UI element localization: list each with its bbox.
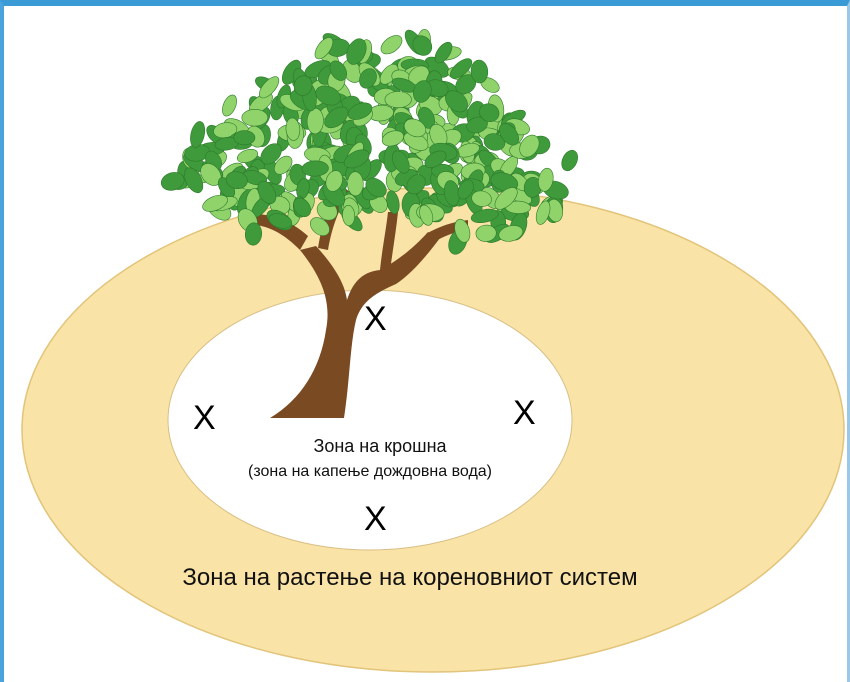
- leaf-shape: [479, 103, 500, 122]
- tree-canopy: [160, 29, 578, 255]
- leaf-shape: [475, 224, 497, 242]
- leaf-shape: [259, 76, 280, 99]
- leaf-shape: [347, 102, 373, 120]
- marker-left: X: [193, 399, 216, 437]
- leaf-shape: [466, 116, 488, 134]
- leaf-shape: [424, 150, 447, 168]
- leaf-shape: [412, 35, 433, 56]
- leaf-shape: [325, 170, 343, 192]
- leaf-shape: [244, 222, 263, 246]
- leaf-shape: [241, 108, 269, 127]
- leaf-shape: [314, 37, 334, 60]
- leaf-shape: [342, 205, 356, 226]
- leaf-shape: [483, 133, 506, 151]
- leaf-shape: [202, 194, 228, 212]
- leaf-shape: [359, 68, 377, 89]
- leaf-shape: [470, 208, 499, 223]
- leaf-shape: [225, 171, 248, 190]
- tree-branch: [380, 212, 398, 272]
- leaf-shape: [561, 149, 578, 172]
- crown-zone-subtitle: (зона на капење дождовна вода): [248, 463, 492, 480]
- marker-right: X: [513, 394, 536, 432]
- leaf-shape: [413, 80, 432, 103]
- leaf-shape: [274, 155, 293, 175]
- crown-zone-title: Зона на крошна: [313, 436, 447, 456]
- leaf-shape: [381, 130, 404, 147]
- leaf-shape: [315, 85, 341, 106]
- leaf-shape: [236, 148, 259, 164]
- marker-top: X: [364, 300, 387, 338]
- leaf-shape: [324, 106, 349, 129]
- leaf-shape: [490, 172, 519, 192]
- leaf-shape: [343, 149, 370, 169]
- leaf-shape: [190, 121, 206, 148]
- leaf-shape: [391, 150, 410, 174]
- leaf-shape: [498, 225, 524, 242]
- leaf-shape: [160, 172, 185, 191]
- leaf-shape: [268, 213, 293, 229]
- leaf-shape: [519, 134, 540, 158]
- tree-branch: [250, 214, 308, 250]
- leaf-shape: [257, 180, 277, 205]
- leaf-shape: [470, 59, 489, 84]
- leaf-shape: [346, 38, 367, 65]
- leaf-shape: [445, 90, 468, 113]
- leaf-shape: [306, 108, 324, 135]
- leaf-shape: [457, 179, 474, 200]
- leaf-shape: [434, 41, 453, 64]
- leaf-shape: [471, 190, 492, 207]
- marker-bottom: X: [364, 500, 387, 538]
- leaf-shape: [406, 174, 426, 195]
- leaf-shape: [535, 200, 551, 225]
- leaf-shape: [293, 197, 311, 218]
- leaf-shape: [450, 58, 473, 79]
- leaf-shape: [329, 60, 347, 81]
- tree-trunk: [270, 232, 440, 418]
- leaf-shape: [419, 204, 434, 226]
- leaf-shape: [293, 75, 313, 96]
- leaf-shape: [380, 35, 403, 55]
- leaf-shape: [309, 217, 330, 236]
- leaf-shape: [222, 94, 237, 117]
- leaf-shape: [301, 160, 329, 177]
- leaf-shape: [403, 118, 427, 138]
- leaf-shape: [384, 91, 412, 108]
- leaf-shape: [184, 167, 204, 194]
- tree-icon: [160, 29, 578, 418]
- leaf-shape: [538, 167, 554, 192]
- leaf-shape: [494, 187, 518, 210]
- leaf-shape: [454, 218, 471, 243]
- root-zone-label: Зона на растење на кореновниот систем: [182, 564, 638, 591]
- leaf-shape: [365, 177, 387, 198]
- leaf-shape: [233, 130, 256, 146]
- leaf-shape: [285, 117, 301, 141]
- leaf-shape: [347, 171, 364, 197]
- leaf-shape: [260, 143, 282, 165]
- leaf-shape: [498, 123, 520, 146]
